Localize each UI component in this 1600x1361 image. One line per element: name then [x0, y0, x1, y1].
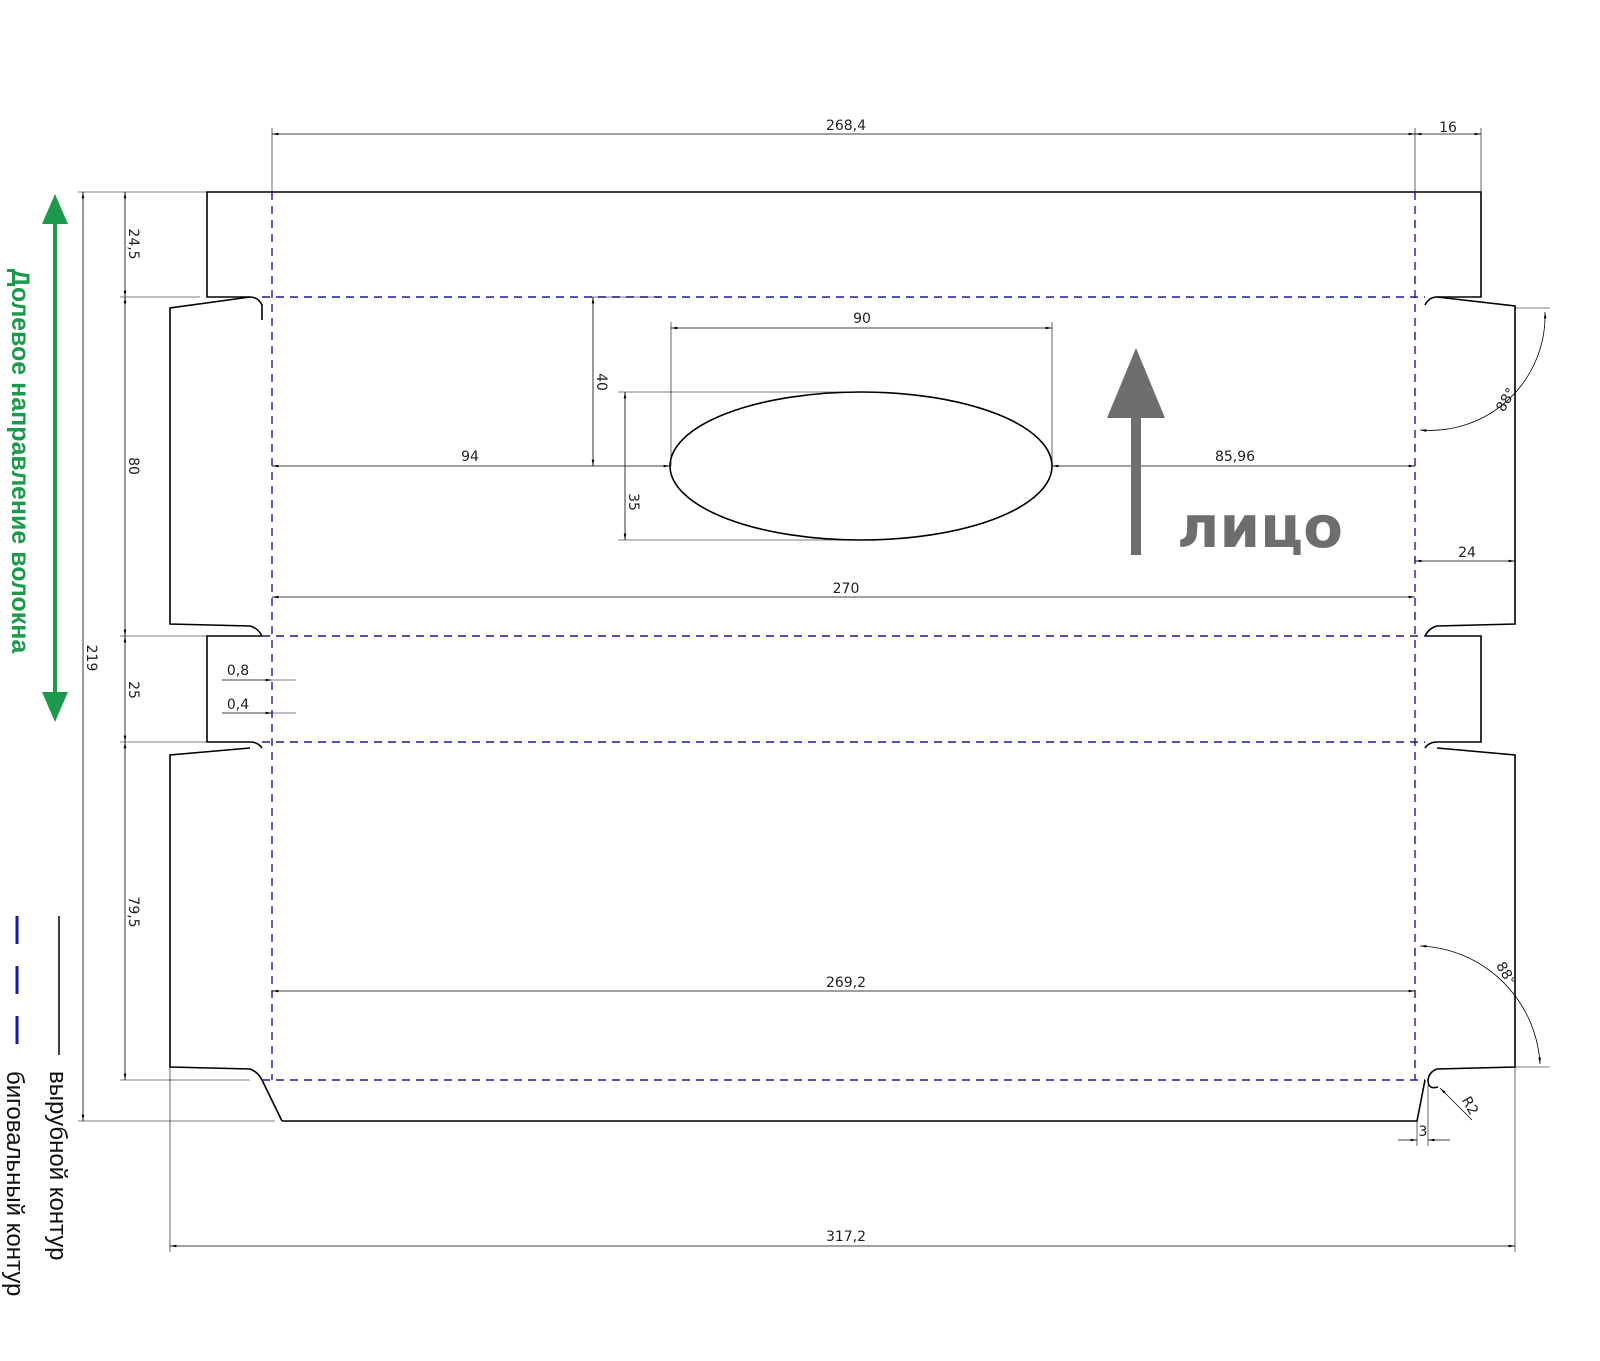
dim-offset-large: 0,8 — [227, 663, 249, 679]
face-side-marker: лицо — [1107, 348, 1343, 561]
crease-contour — [262, 192, 1425, 1081]
dim-corner-radius: R2 — [1458, 1094, 1481, 1118]
dim-top-flap-height: 24,5 — [125, 228, 141, 259]
dim-notch-depth: 3 — [1419, 1124, 1428, 1140]
legend-cut-label: вырубной контур — [44, 1071, 71, 1260]
dim-narrow-panel-height: 25 — [125, 681, 141, 699]
dim-window-height: 35 — [625, 493, 641, 511]
window-cutout — [669, 391, 1053, 541]
grain-direction: Долевое направление волокна — [6, 194, 68, 722]
dim-top-width: 268,4 — [826, 118, 866, 134]
dimension-labels: 268,4 16 24,5 80 219 25 79,5 0,8 0,4 90 … — [83, 118, 1520, 1245]
dim-front-panel-height: 80 — [125, 457, 141, 475]
dim-window-right-offset: 85,96 — [1215, 449, 1255, 465]
dim-total-height: 219 — [83, 645, 99, 672]
dim-bottom-panel-width: 269,2 — [826, 975, 866, 991]
grain-arrowhead-bottom-icon — [42, 692, 68, 722]
dim-total-width: 317,2 — [826, 1229, 866, 1245]
dim-window-left-offset: 94 — [461, 449, 479, 465]
grain-arrowhead-top-icon — [42, 194, 68, 224]
dim-glue-flap: 16 — [1439, 120, 1457, 136]
legend: вырубной контур биговальный контур — [1, 916, 71, 1296]
dim-window-width: 90 — [853, 311, 871, 327]
legend-crease-label: биговальный контур — [1, 1071, 28, 1296]
dim-side-flap-width: 24 — [1458, 545, 1476, 561]
dim-bottom-panel-height: 79,5 — [125, 896, 141, 927]
grain-direction-label: Долевое направление волокна — [6, 269, 34, 655]
dim-front-panel-width: 270 — [833, 581, 860, 597]
face-arrowhead-icon — [1107, 348, 1165, 418]
face-side-label: лицо — [1177, 493, 1343, 561]
dimension-lines — [78, 128, 1550, 1252]
dim-offset-small: 0,4 — [227, 697, 249, 713]
dim-window-top-offset: 40 — [593, 373, 609, 391]
